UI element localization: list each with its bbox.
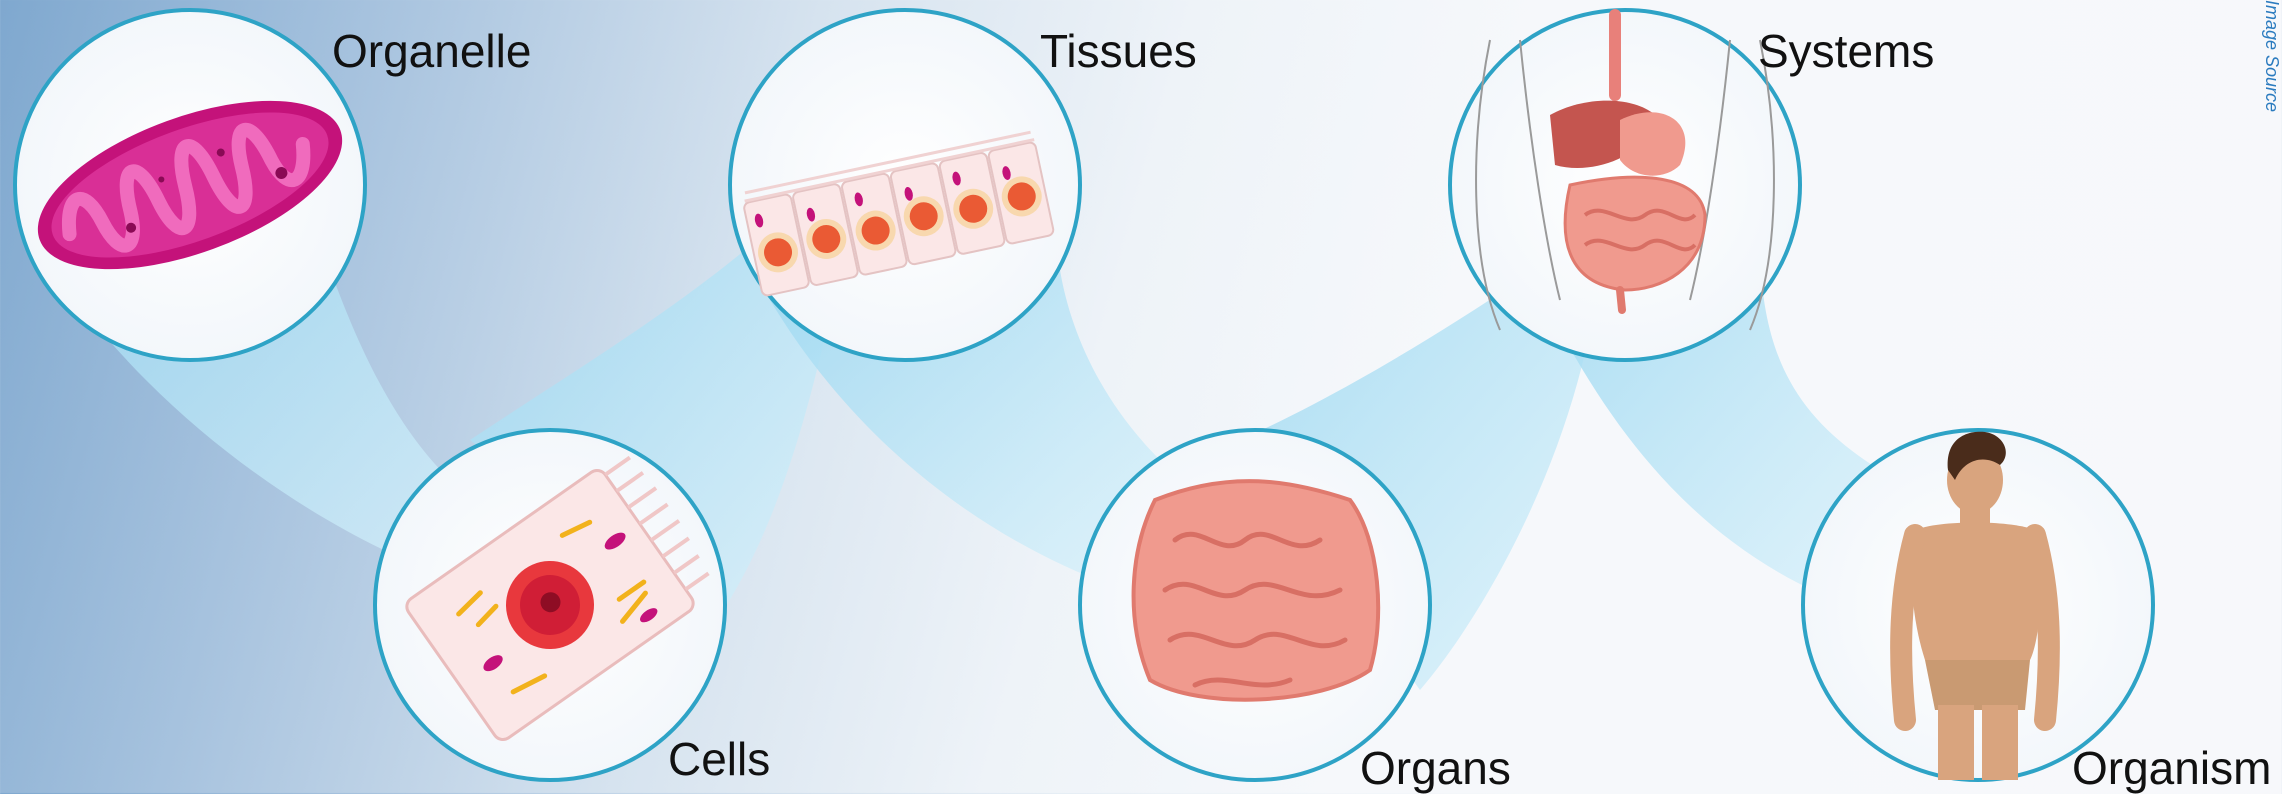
intestine-illustration [1134,481,1379,700]
systems-circle [1450,10,1800,360]
label-tissues: Tissues [1040,28,1197,74]
label-cells: Cells [668,736,770,782]
image-source-credit: Image Source [2262,0,2282,150]
label-systems: Systems [1758,28,1934,74]
organs-circle [1080,430,1430,780]
organelle-circle [15,10,365,360]
label-organs: Organs [1360,745,1511,791]
label-organelle: Organelle [332,28,531,74]
tissues-circle [730,10,1080,360]
label-organism: Organism [2072,745,2271,791]
cells-circle [375,430,725,780]
organism-circle [1803,430,2153,780]
